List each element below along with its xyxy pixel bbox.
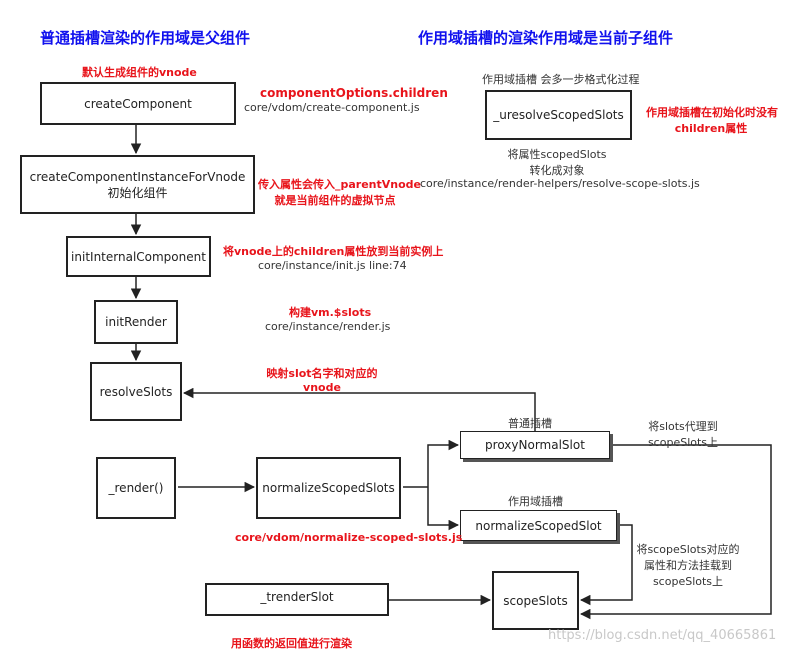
- note-scoped-format-step: 作用域插槽 会多一步格式化过程: [482, 73, 640, 86]
- note-mount-scope: 将scopeSlots对应的 属性和方法挂载到 scopeSlots上: [628, 541, 748, 589]
- uresolve-scoped-slots-label: _uresolveScopedSlots: [493, 108, 624, 122]
- note-convert-line1: 将属性scopedSlots: [507, 148, 607, 161]
- note-component-options-children: componentOptions.children: [260, 86, 448, 100]
- trender-slot-label: _trenderSlot: [260, 590, 334, 604]
- left-heading: 普通插槽渲染的作用域是父组件: [40, 29, 251, 47]
- edge-branch-to-normalize-scoped: [427, 487, 460, 531]
- init-internal-box[interactable]: initInternalComponent: [66, 236, 211, 277]
- note-convert: 将属性scopedSlots 转化成对象: [497, 146, 617, 178]
- normalize-scoped-slots-label: normalizeScopedSlots: [262, 481, 395, 495]
- edge-proxy-to-scopeslots: [579, 444, 772, 620]
- create-component-label: createComponent: [84, 96, 192, 111]
- init-internal-label: initInternalComponent: [71, 249, 206, 264]
- note-convert-line2: 转化成对象: [529, 164, 585, 177]
- create-instance-sublabel: 初始化组件: [107, 185, 168, 200]
- normalize-scoped-slots-box[interactable]: normalizeScopedSlots: [256, 457, 401, 519]
- proxy-normal-slot-box[interactable]: proxyNormalSlot: [460, 431, 610, 459]
- scope-slots-label: scopeSlots: [503, 593, 568, 608]
- edge-proxy-to-resolveslots: [182, 387, 536, 431]
- normalize-scoped-slot-label: normalizeScopedSlot: [475, 518, 602, 533]
- create-instance-box[interactable]: createComponentInstanceForVnode 初始化组件: [20, 155, 255, 214]
- note-parent-vnode-line1: 传入属性会传入_parentVnode: [258, 178, 422, 191]
- proxy-normal-slot-label: proxyNormalSlot: [485, 438, 585, 452]
- uresolve-scoped-slots-box[interactable]: _uresolveScopedSlots: [485, 90, 632, 140]
- create-instance-label: createComponentInstanceForVnode: [29, 169, 246, 184]
- note-proxy-to-scope-line2: scopeSlots上: [647, 436, 719, 449]
- note-map-slot-line1: 映射slot名字和对应的: [266, 367, 378, 380]
- note-resolve-scope-path: core/instance/render-helpers/resolve-sco…: [420, 177, 700, 190]
- note-map-slot-line2: vnode: [303, 381, 341, 394]
- note-create-component-path: core/vdom/create-component.js: [244, 101, 420, 114]
- note-children-to-instance: 将vnode上的children属性放到当前实例上: [223, 245, 444, 258]
- note-no-children: 作用域插槽在初始化时没有 children属性: [646, 104, 778, 136]
- note-parent-vnode-line2: 就是当前组件的虚拟节点: [274, 194, 396, 207]
- note-proxy-to-scope-line1: 将slots代理到: [648, 420, 718, 433]
- watermark-text: https://blog.csdn.net/qq_40665861: [548, 628, 777, 643]
- trender-slot-box[interactable]: _trenderSlot: [205, 583, 389, 616]
- note-parent-vnode: 传入属性会传入_parentVnode 就是当前组件的虚拟节点: [258, 176, 422, 208]
- note-no-children-line2: children属性: [674, 122, 748, 135]
- render-fn-box[interactable]: _render(): [96, 457, 176, 519]
- note-map-slot: 映射slot名字和对应的 vnode: [262, 365, 382, 394]
- normalize-scoped-slot-box[interactable]: normalizeScopedSlot: [460, 510, 617, 541]
- render-fn-label: _render(): [108, 481, 164, 495]
- note-scoped-slot-label: 作用域插槽: [508, 495, 563, 508]
- note-normal-slot-label: 普通插槽: [508, 417, 552, 430]
- init-render-label: initRender: [105, 315, 167, 329]
- note-mount-scope-line2: 属性和方法挂载到: [644, 559, 732, 572]
- note-normalize-path: core/vdom/normalize-scoped-slots.js: [235, 531, 463, 544]
- create-component-box[interactable]: createComponent: [40, 82, 236, 125]
- note-render-js-path: core/instance/render.js: [265, 320, 391, 333]
- note-proxy-to-scope: 将slots代理到 scopeSlots上: [638, 418, 728, 450]
- note-init-js-path: core/instance/init.js line:74: [258, 259, 407, 272]
- right-heading: 作用域插槽的渲染作用域是当前子组件: [418, 29, 674, 47]
- resolve-slots-box[interactable]: resolveSlots: [90, 362, 182, 421]
- note-no-children-line1: 作用域插槽在初始化时没有: [646, 106, 778, 119]
- note-default-vnode: 默认生成组件的vnode: [82, 66, 197, 79]
- edge-normalize-scoped-to-scopeslots: [579, 524, 633, 606]
- resolve-slots-label: resolveSlots: [99, 384, 173, 399]
- note-render-return: 用函数的返回值进行渲染: [231, 637, 352, 650]
- scope-slots-box[interactable]: scopeSlots: [492, 571, 579, 630]
- note-build-slots: 构建vm.$slots: [289, 306, 372, 319]
- note-mount-scope-line1: 将scopeSlots对应的: [636, 543, 740, 556]
- edge-branch-to-proxy: [427, 439, 460, 487]
- init-render-box[interactable]: initRender: [94, 300, 178, 344]
- note-mount-scope-line3: scopeSlots上: [652, 575, 724, 588]
